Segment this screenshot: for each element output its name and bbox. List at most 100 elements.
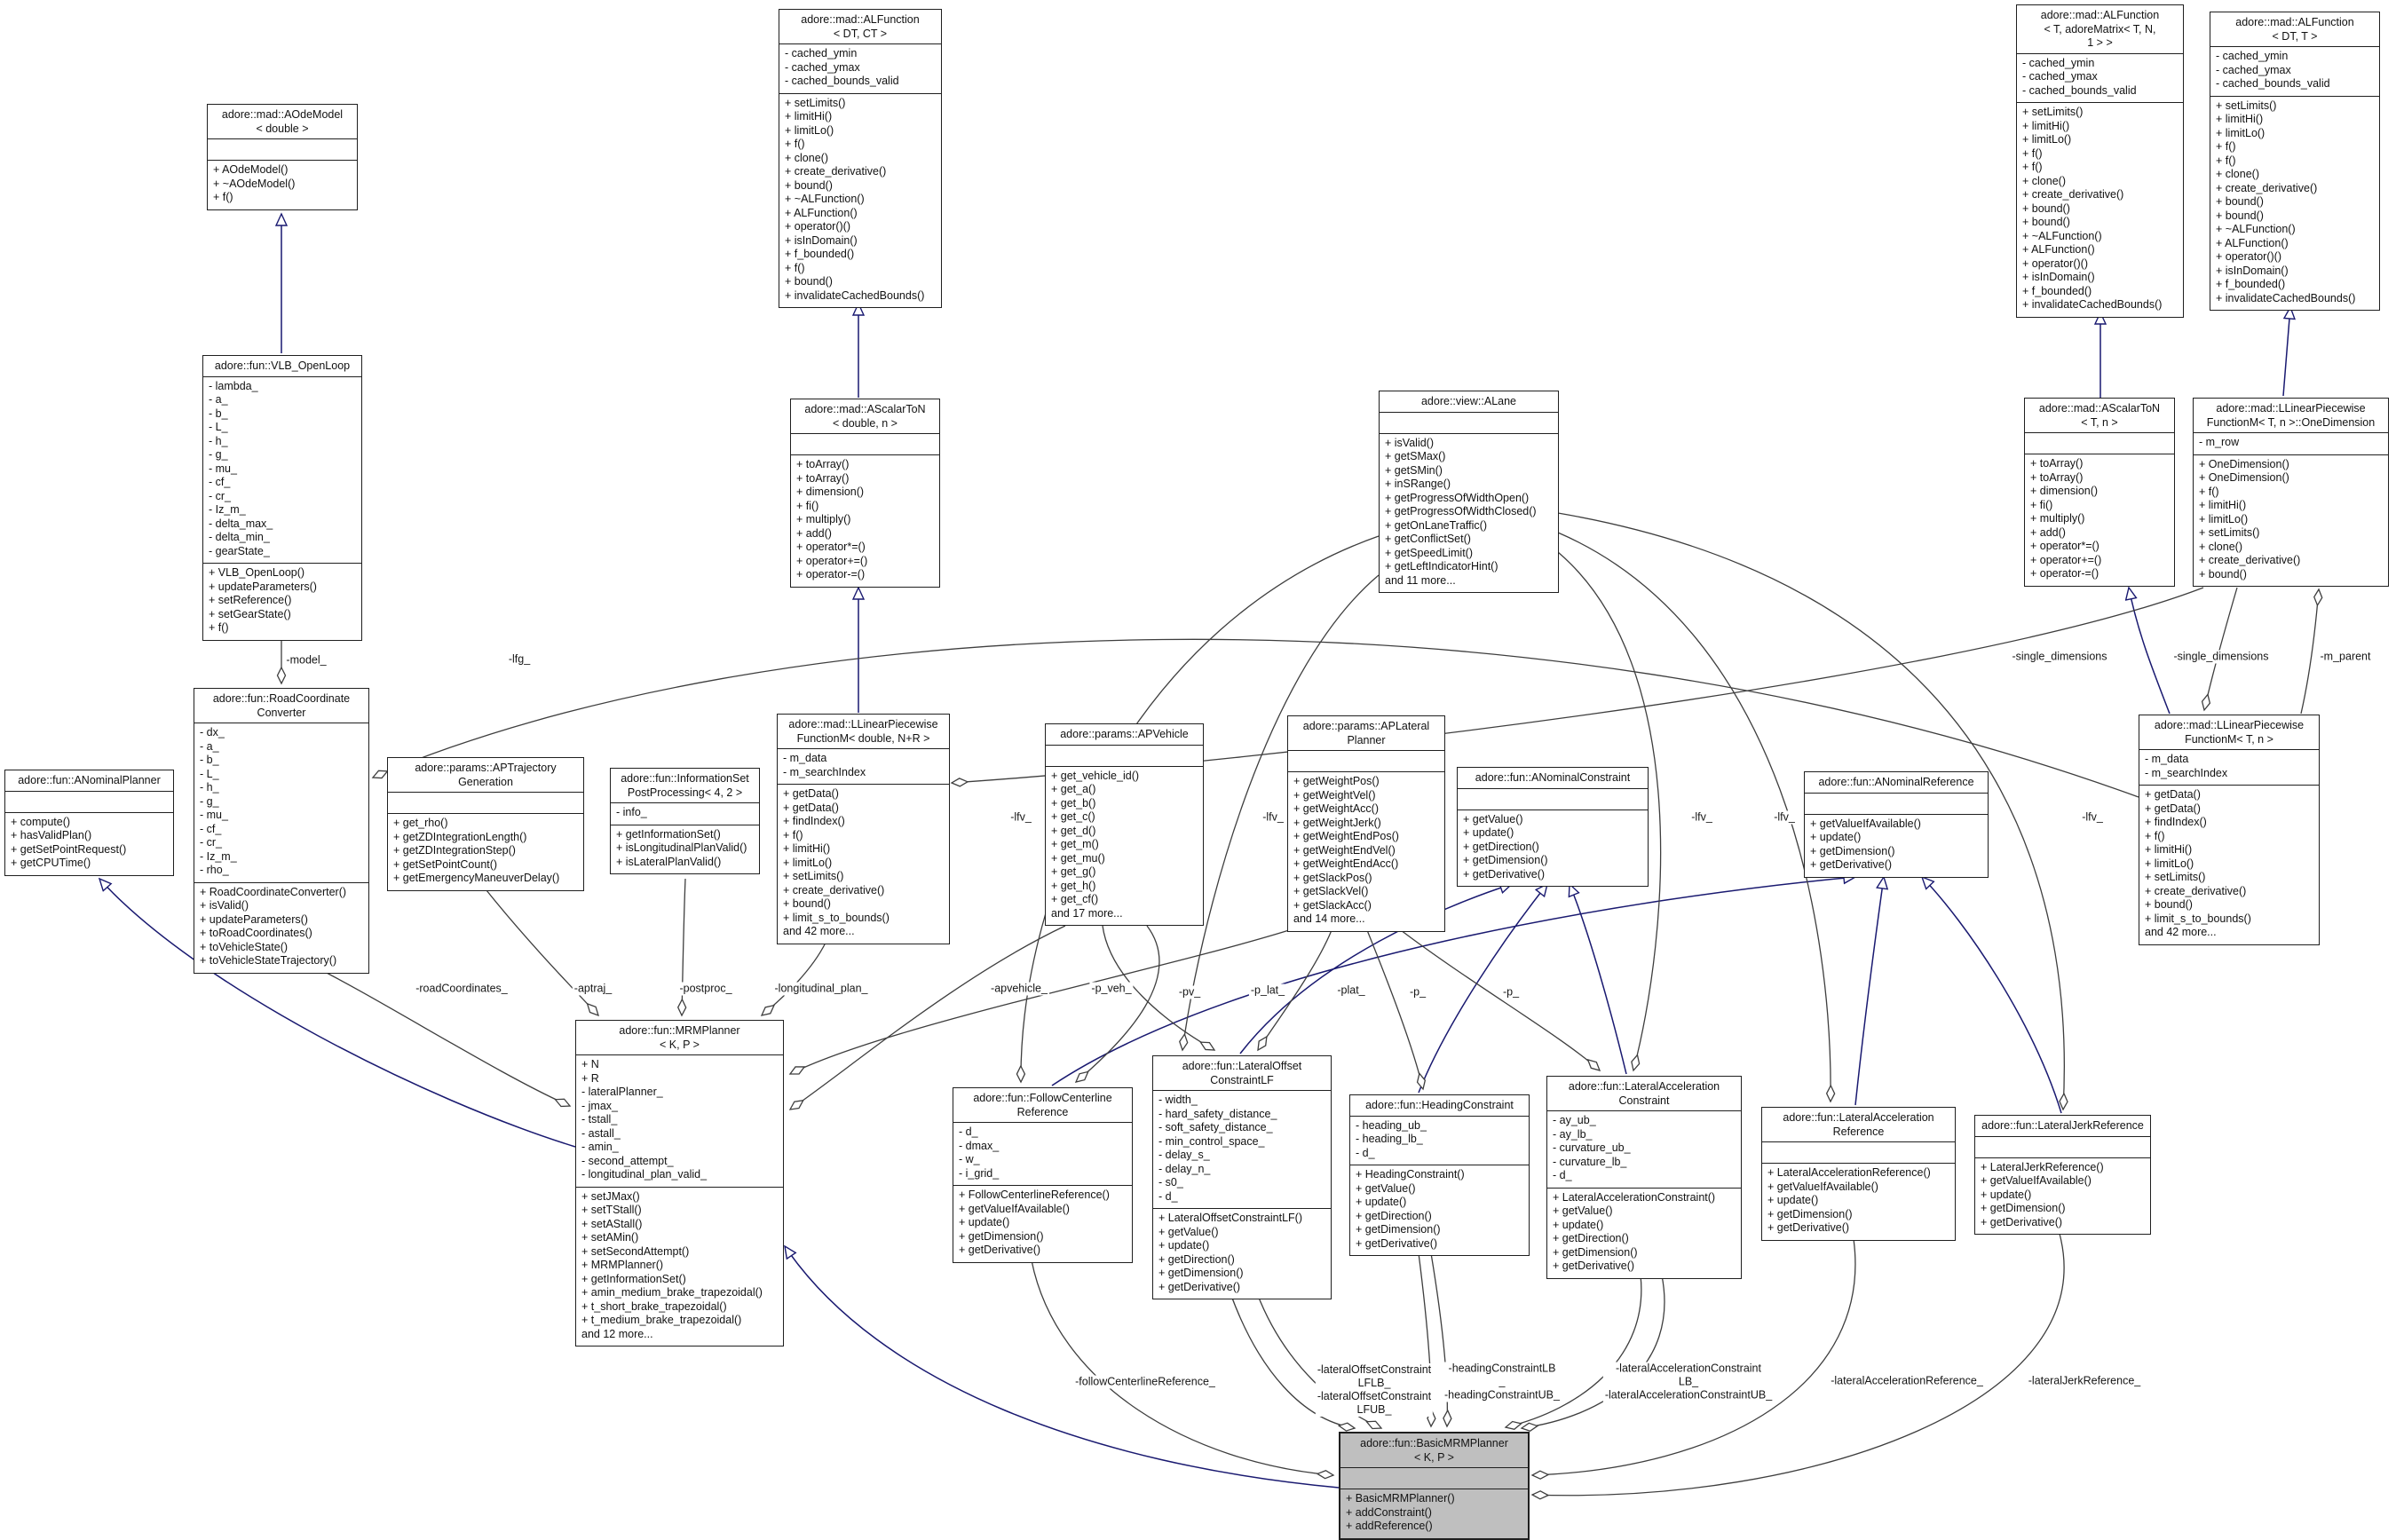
class-box-anp[interactable]: adore::fun::ANominalPlanner+ compute()+ … xyxy=(4,770,174,876)
class-box-mrm[interactable]: adore::fun::MRMPlanner< K, P >+ N+ R- la… xyxy=(575,1020,784,1347)
edge-member-apvehicle xyxy=(788,925,1066,1110)
class-method: + limitHi() xyxy=(2216,113,2264,125)
class-method: + toArray() xyxy=(796,458,850,470)
class-method: + create_derivative() xyxy=(783,883,885,896)
class-title: adore::mad::AOdeModel< double > xyxy=(208,105,357,139)
class-attribute: - d_ xyxy=(1158,1189,1178,1203)
edge-inherit-lac-aconstraint xyxy=(1570,884,1627,1075)
edge-label-line: -lfg_ xyxy=(508,652,531,666)
edge-label-line: -p_veh_ xyxy=(1091,982,1132,995)
class-title: adore::mad::AScalarToN< double, n > xyxy=(791,399,939,434)
class-attribute: - a_ xyxy=(209,393,228,406)
class-method: + getDerivative() xyxy=(1463,867,1546,881)
class-attribute: - s0_ xyxy=(1158,1176,1183,1189)
class-attribute: - a_ xyxy=(200,739,219,753)
class-box-ljr[interactable]: adore::fun::LateralJerkReference+ Latera… xyxy=(1974,1115,2151,1235)
class-title-line: adore::mad::AScalarToN xyxy=(2038,402,2161,415)
class-attribute: - jmax_ xyxy=(581,1099,618,1112)
class-attributes xyxy=(1805,794,1988,815)
class-box-ascdbl[interactable]: adore::mad::AScalarToN< double, n >+ toA… xyxy=(790,399,940,588)
class-title-line: adore::fun::ANominalReference xyxy=(1818,776,1974,788)
edge-member-pveh xyxy=(1102,925,1216,1051)
edge-label: -lfg_ xyxy=(506,652,533,667)
class-method: + addReference() xyxy=(1346,1520,1433,1532)
class-title-line: adore::view::ALane xyxy=(1420,395,1516,407)
class-title-line: adore::mad::AOdeModel xyxy=(221,108,344,121)
edge-label-line: -plat_ xyxy=(1337,983,1365,997)
class-attribute: - m_searchIndex xyxy=(2145,766,2228,779)
class-method: + update() xyxy=(959,1216,1010,1228)
class-method: + FollowCenterlineReference() xyxy=(959,1189,1110,1201)
class-title-line: adore::fun::LateralAcceleration xyxy=(1568,1080,1720,1093)
edge-label: -apvehicle_ xyxy=(989,982,1049,996)
class-methods: + getValue()+ update()+ getDirection()+ … xyxy=(1458,810,1648,887)
class-method: + fi() xyxy=(2030,498,2053,511)
class-attribute: - g_ xyxy=(200,794,219,808)
class-box-aref[interactable]: adore::fun::ANominalReference+ getValueI… xyxy=(1804,771,1989,878)
class-method: + limitHi() xyxy=(2022,119,2070,132)
class-attribute: - lambda_ xyxy=(209,379,258,392)
class-box-hc[interactable]: adore::fun::HeadingConstraint- heading_u… xyxy=(1349,1094,1530,1256)
class-box-alfdtct[interactable]: adore::mad::ALFunction< DT, CT >- cached… xyxy=(779,9,942,308)
class-title: adore::mad::ALFunction< DT, T > xyxy=(2210,12,2379,47)
edge-label-line: LFLB_ xyxy=(1357,1377,1391,1389)
class-method: + getValue() xyxy=(1356,1181,1416,1195)
class-box-asct[interactable]: adore::mad::AScalarToN< T, n >+ toArray(… xyxy=(2024,398,2175,587)
class-method: + multiply() xyxy=(796,513,851,525)
class-box-alfmat[interactable]: adore::mad::ALFunction< T, adoreMatrix< … xyxy=(2016,4,2184,318)
edge-label-line: -lateralAccelerationConstraint xyxy=(1616,1362,1761,1375)
class-method: + getData() xyxy=(783,801,839,814)
edge-label: -lfv_ xyxy=(2080,810,2105,825)
edge-inherit-onedim-alfdtt xyxy=(2282,307,2290,397)
class-box-vlb[interactable]: adore::fun::VLB_OpenLoop- lambda_- a_- b… xyxy=(202,355,362,641)
class-box-basic[interactable]: adore::fun::BasicMRMPlanner< K, P >+ Bas… xyxy=(1339,1432,1530,1540)
class-method: + getValueIfAvailable() xyxy=(959,1202,1070,1215)
class-method: + f() xyxy=(2216,154,2236,167)
edge-inherit-hc-aconstraint xyxy=(1418,884,1547,1094)
class-method: + get_h() xyxy=(1051,879,1096,892)
edge-label-line: -lfv_ xyxy=(1691,810,1712,824)
edge-label: -lfv_ xyxy=(1772,810,1797,825)
class-method: + operator-=() xyxy=(796,568,866,580)
class-title-line: Planner xyxy=(1347,733,1386,746)
class-method: + bound() xyxy=(2022,201,2070,215)
class-title: adore::fun::VLB_OpenLoop xyxy=(203,356,361,377)
class-method: and 14 more... xyxy=(1293,912,1365,925)
class-box-alfdtt[interactable]: adore::mad::ALFunction< DT, T >- cached_… xyxy=(2210,12,2380,311)
class-title-line: FunctionM< double, N+R > xyxy=(796,731,930,745)
class-method: + isLateralPlanValid() xyxy=(616,855,722,868)
edge-label-line: -headingConstraintLB xyxy=(1448,1362,1556,1375)
class-method: + getData() xyxy=(2145,788,2201,801)
edge-label-line: -roadCoordinates_ xyxy=(415,982,508,995)
class-title: adore::fun::ANominalReference xyxy=(1805,772,1988,794)
edge-member-aptraj xyxy=(486,889,599,1017)
class-box-alane[interactable]: adore::view::ALane+ isValid()+ getSMax()… xyxy=(1379,391,1559,593)
edge-member-lfv-ljr xyxy=(1557,512,2068,1111)
class-method: + toVehicleStateTrajectory() xyxy=(200,954,337,967)
class-box-aode[interactable]: adore::mad::AOdeModel< double >+ AOdeMod… xyxy=(207,104,358,210)
class-box-acon[interactable]: adore::fun::ANominalConstraint+ getValue… xyxy=(1457,767,1649,887)
class-method: + getDirection() xyxy=(1463,840,1539,853)
class-box-apveh[interactable]: adore::params::APVehicle+ get_vehicle_id… xyxy=(1045,723,1204,926)
edge-member-pv xyxy=(1074,925,1160,1083)
edge-label-line: -lateralAccelerationConstraintUB_ xyxy=(1604,1388,1773,1402)
class-method: + f() xyxy=(785,261,805,274)
class-attribute: - d_ xyxy=(959,1125,978,1138)
class-attributes xyxy=(1340,1468,1528,1489)
class-method: + f() xyxy=(2022,146,2043,160)
